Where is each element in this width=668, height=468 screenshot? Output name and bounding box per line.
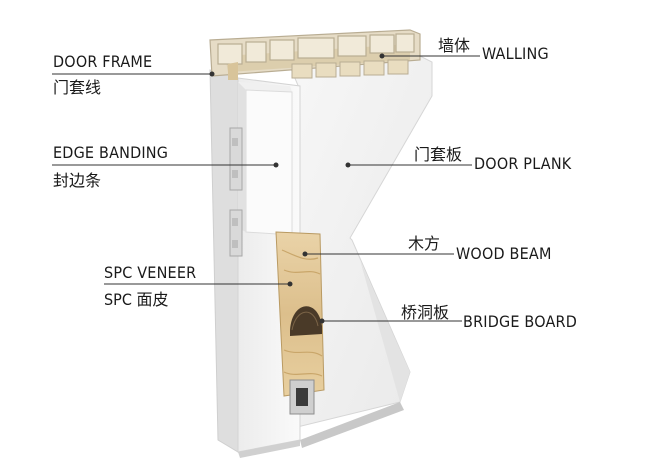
leader-lines xyxy=(52,55,480,322)
walling-label-cn: 墙体 xyxy=(438,36,471,55)
bridge-board-label-cn: 桥洞板 xyxy=(401,303,450,322)
door-frame-label-cn: 门套线 xyxy=(53,78,102,97)
wood-beam-label-en: WOOD BEAM xyxy=(456,244,552,263)
leader-dots xyxy=(209,53,385,324)
door-plank-label-en: DOOR PLANK xyxy=(474,154,572,173)
bridge-board-label-en: BRIDGE BOARD xyxy=(463,312,577,331)
door-frame-label-en: DOOR FRAME xyxy=(53,52,153,71)
edge-banding-label-cn: 封边条 xyxy=(53,171,102,190)
hinge-bottom xyxy=(229,209,243,257)
wood-beam-label-cn: 木方 xyxy=(408,234,441,253)
latch-plate xyxy=(289,379,315,415)
door-plank-label-cn: 门套板 xyxy=(414,145,463,164)
spc-veneer-label-en: SPC VENEER xyxy=(104,263,197,282)
edge-banding-label-en: EDGE BANDING xyxy=(53,143,169,162)
hinge-top xyxy=(229,127,243,191)
walling-label-en: WALLING xyxy=(482,44,549,63)
wood-beam-core xyxy=(275,231,325,397)
spc-veneer-label-cn: SPC 面皮 xyxy=(104,290,169,309)
edge-banding-shape xyxy=(238,82,293,236)
door-frame-profile xyxy=(209,29,421,80)
